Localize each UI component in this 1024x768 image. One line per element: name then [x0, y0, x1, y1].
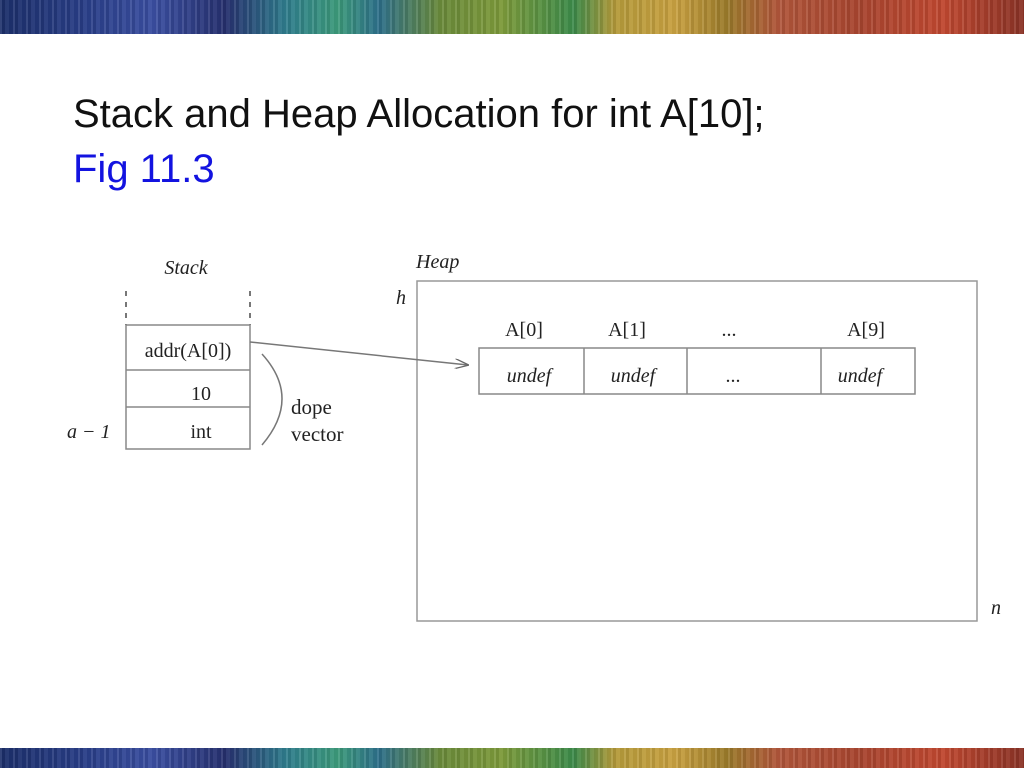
heap-bottom-marker: n — [991, 597, 1001, 619]
dope-vector-label-line1: dope — [291, 395, 332, 419]
heap-array-frame — [478, 347, 916, 395]
stack-cell-size: 10 — [191, 383, 211, 405]
stack-cells: addr(A[0]) 10 int — [125, 324, 251, 450]
heap-label: Heap — [415, 251, 459, 273]
slide-subtitle: Fig 11.3 — [73, 147, 215, 191]
heap-array-cell: undef — [838, 365, 885, 387]
heap-region — [416, 280, 978, 622]
heap-array-cell: undef — [507, 365, 554, 387]
array-header: A[0] — [505, 319, 543, 341]
dope-vector-label-line2: vector — [291, 422, 343, 446]
stack-side-marker: a − 1 — [67, 421, 111, 443]
heap-array: undef undef ... undef — [478, 347, 916, 395]
stack-cell-type: int — [190, 421, 212, 443]
slide-title: Stack and Heap Allocation for int A[10]; — [73, 92, 765, 136]
heap-array-cell: undef — [611, 365, 658, 387]
top-decorative-stripe — [0, 0, 1024, 34]
array-header: ... — [722, 319, 737, 341]
pointer-arrow — [249, 341, 468, 365]
stack-label: Stack — [164, 257, 208, 279]
array-header: A[1] — [608, 319, 646, 341]
heap-top-marker: h — [396, 287, 406, 309]
dope-vector-brace — [261, 353, 283, 446]
bottom-decorative-stripe — [0, 748, 1024, 768]
stack-cell-address: addr(A[0]) — [145, 340, 232, 362]
array-header: A[9] — [847, 319, 885, 341]
heap-array-cell: ... — [726, 365, 741, 387]
stack-frame — [125, 324, 251, 450]
